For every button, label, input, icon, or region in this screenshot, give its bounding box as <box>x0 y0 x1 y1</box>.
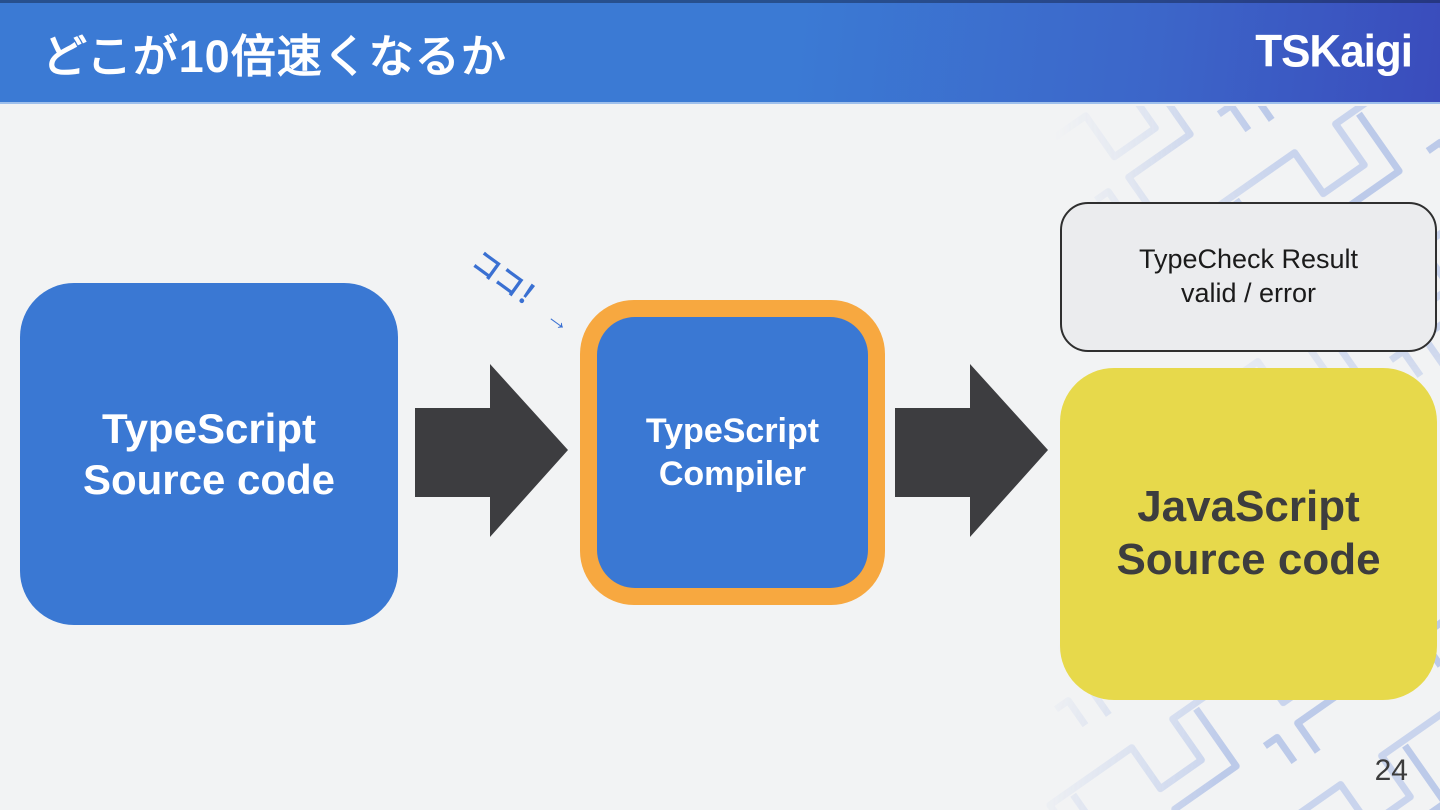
koko-annotation: ココ！→ <box>466 244 578 339</box>
typescript-compiler-box: TypeScript Compiler <box>597 317 868 588</box>
typescript-compiler-highlight-border: TypeScript Compiler <box>580 300 885 605</box>
javascript-source-label: JavaScript Source code <box>1116 482 1381 584</box>
header-bar: どこが10倍速くなるか TSKaigi <box>0 0 1440 104</box>
flow-arrow-icon <box>415 364 568 537</box>
typecheck-result-label: TypeCheck Result valid / error <box>1138 244 1359 308</box>
tskaigi-logo: TSKaigi <box>1255 26 1413 77</box>
typescript-source-box: TypeScript Source code <box>20 283 398 625</box>
typescript-compiler-label: TypeScript Compiler <box>645 412 820 493</box>
flow-arrow-icon <box>895 364 1048 537</box>
page-title: どこが10倍速くなるか <box>42 30 507 82</box>
javascript-source-box: JavaScript Source code <box>1060 368 1437 700</box>
annotation-arrow-icon: → <box>540 301 578 339</box>
page-number: 24 <box>1374 754 1408 787</box>
typecheck-result-box: TypeCheck Result valid / error <box>1060 202 1437 352</box>
typescript-source-label: TypeScript Source code <box>82 404 336 503</box>
